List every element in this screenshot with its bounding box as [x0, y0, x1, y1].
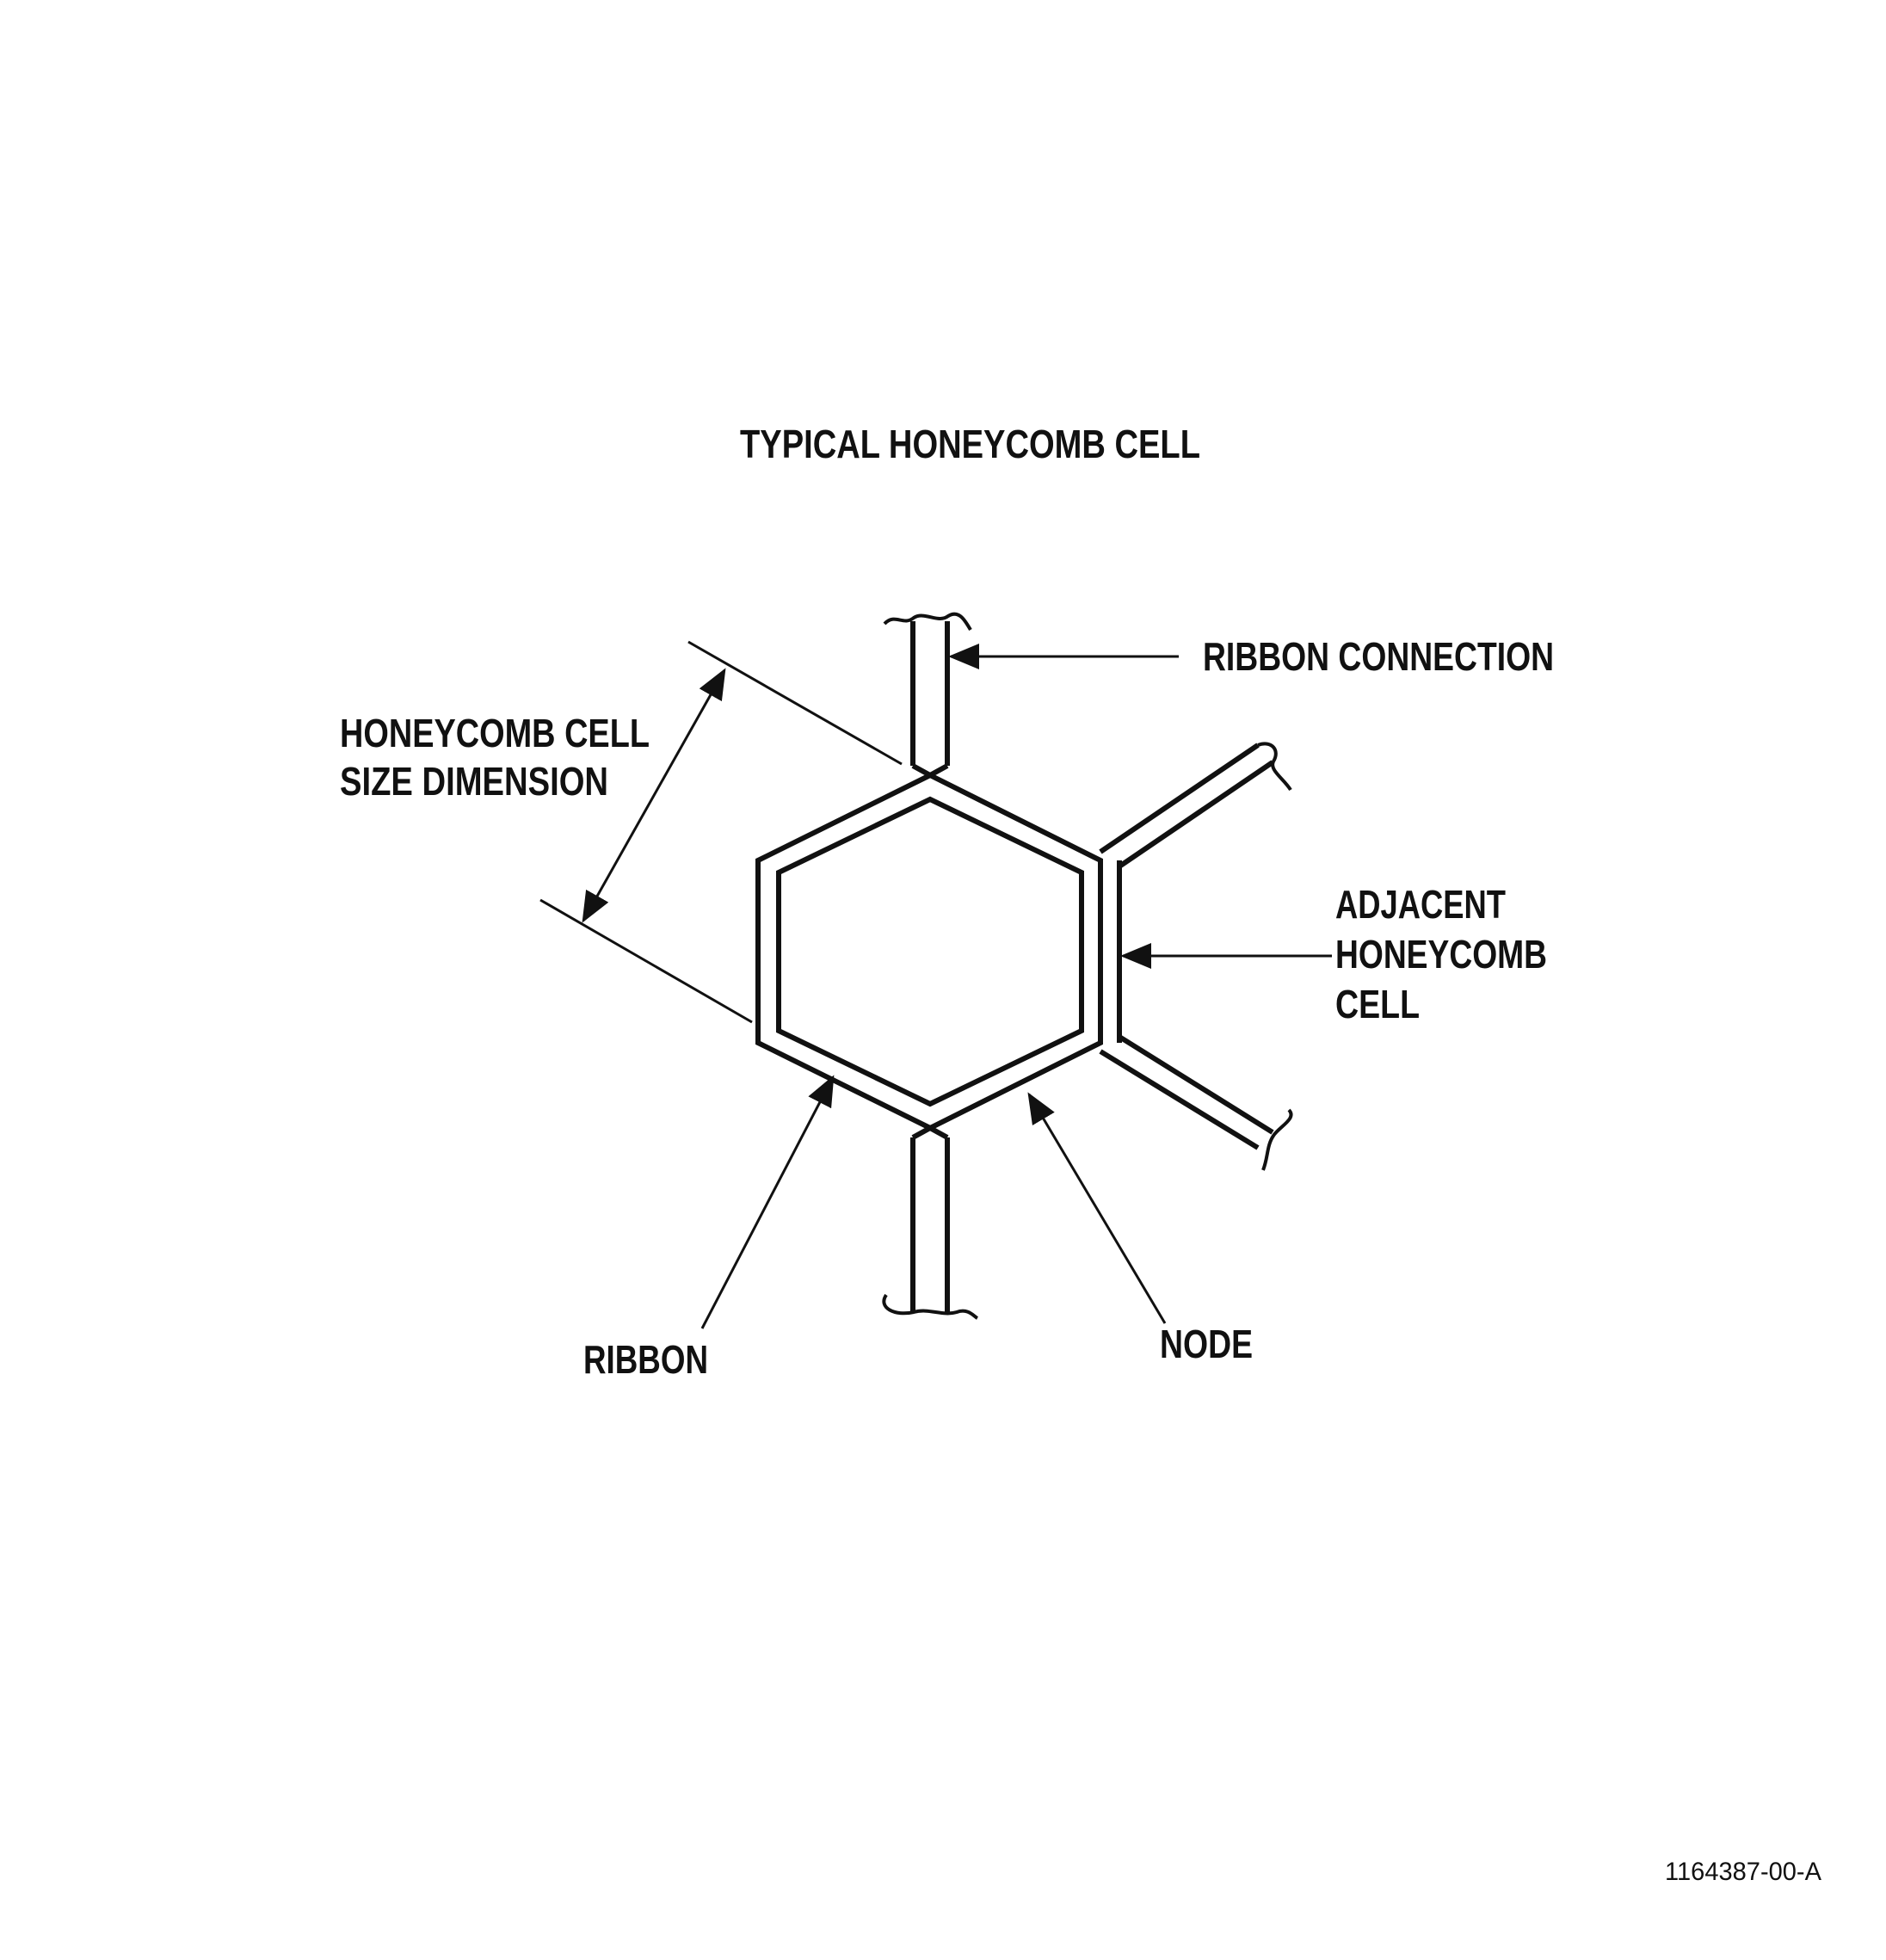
label-node: NODE	[1160, 1322, 1253, 1366]
label-ribbon-connection: RIBBON CONNECTION	[1203, 634, 1554, 679]
label-adjacent-line2: HONEYCOMB	[1335, 932, 1547, 977]
cell-outer-wall	[755, 772, 1103, 1131]
figure-id: 1164387-00-A	[1665, 1858, 1821, 1886]
leader-arrows	[700, 644, 1332, 1329]
label-cell-size-line2: SIZE DIMENSION	[340, 759, 608, 804]
label-ribbon: RIBBON	[583, 1337, 708, 1382]
cell-inner-wall	[776, 796, 1084, 1107]
label-adjacent-line1: ADJACENT	[1335, 882, 1506, 927]
node-arrow	[1027, 1092, 1167, 1324]
cell-size-dimension	[539, 640, 903, 1024]
extension-line-top	[687, 640, 903, 766]
label-cell-size-line1: HONEYCOMB CELL	[340, 711, 650, 755]
break-mark-upper-right	[1257, 742, 1292, 792]
honeycomb-cell	[755, 772, 1103, 1131]
ribbon-connection-top	[883, 612, 972, 778]
ribbon-connection-bottom	[882, 1125, 979, 1320]
extension-line-bottom	[539, 898, 753, 1024]
dimension-arrow	[582, 668, 726, 923]
adjacent-cell-walls	[1098, 742, 1293, 1171]
break-mark-top	[883, 612, 972, 632]
break-mark-bottom	[882, 1293, 979, 1320]
label-adjacent-line3: CELL	[1335, 982, 1420, 1026]
diagram-title: TYPICAL HONEYCOMB CELL	[740, 422, 1200, 466]
ribbon-arrow	[700, 1075, 835, 1329]
break-mark-lower-right	[1261, 1108, 1293, 1171]
